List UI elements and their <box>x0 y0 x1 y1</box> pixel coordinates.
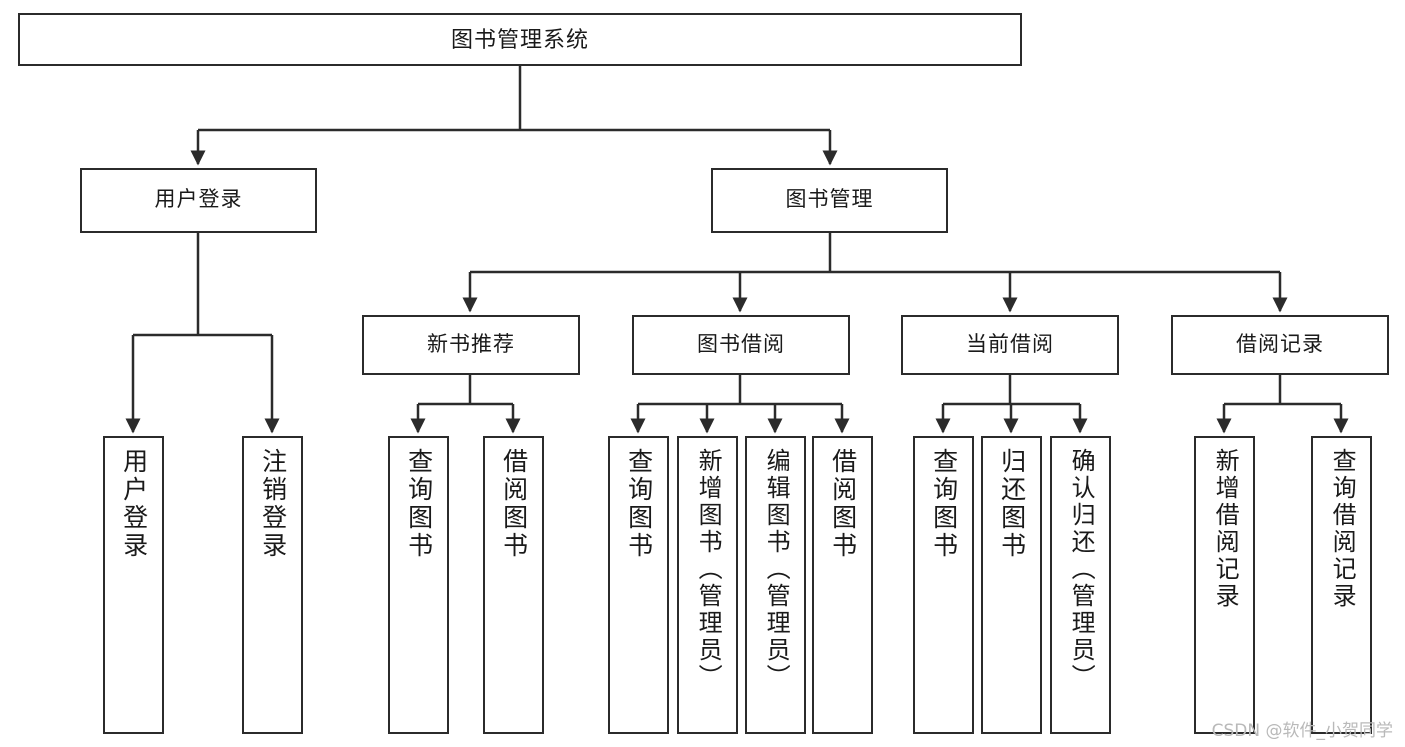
node-leaf-rec-add[interactable]: 新增借阅记录 <box>1194 436 1255 734</box>
node-leaf-cur-query-label: 查询图书 <box>929 448 958 560</box>
node-user-login[interactable]: 用户登录 <box>80 168 317 233</box>
node-new-book-rec-label: 新书推荐 <box>427 332 515 356</box>
node-borrow-record[interactable]: 借阅记录 <box>1171 315 1389 375</box>
node-borrow-record-label: 借阅记录 <box>1236 332 1324 356</box>
node-root[interactable]: 图书管理系统 <box>18 13 1022 66</box>
node-new-book-rec[interactable]: 新书推荐 <box>362 315 580 375</box>
node-leaf-borrow-add[interactable]: 新增图书（管理员） <box>677 436 738 734</box>
node-leaf-rec-query-label: 查询图书 <box>404 448 433 560</box>
node-leaf-borrow-edit-label: 编辑图书（管理员） <box>762 448 790 691</box>
node-leaf-rec-query2[interactable]: 查询借阅记录 <box>1311 436 1372 734</box>
node-leaf-borrow-edit[interactable]: 编辑图书（管理员） <box>745 436 806 734</box>
node-leaf-rec-borrow-label: 借阅图书 <box>499 448 528 560</box>
node-leaf-cur-confirm-label: 确认归还（管理员） <box>1067 448 1095 691</box>
node-leaf-user-logout-label: 注销登录 <box>258 448 287 560</box>
node-leaf-cur-confirm[interactable]: 确认归还（管理员） <box>1050 436 1111 734</box>
node-leaf-user-login-label: 用户登录 <box>119 448 148 560</box>
node-leaf-rec-query2-label: 查询借阅记录 <box>1328 448 1356 610</box>
node-leaf-rec-query[interactable]: 查询图书 <box>388 436 449 734</box>
node-book-borrow[interactable]: 图书借阅 <box>632 315 850 375</box>
node-leaf-borrow-lend[interactable]: 借阅图书 <box>812 436 873 734</box>
node-leaf-cur-return[interactable]: 归还图书 <box>981 436 1042 734</box>
node-leaf-cur-return-label: 归还图书 <box>997 448 1026 560</box>
node-leaf-rec-add-label: 新增借阅记录 <box>1211 448 1239 610</box>
node-leaf-rec-borrow[interactable]: 借阅图书 <box>483 436 544 734</box>
node-current-borrow-label: 当前借阅 <box>966 332 1054 356</box>
node-leaf-borrow-query[interactable]: 查询图书 <box>608 436 669 734</box>
node-leaf-borrow-query-label: 查询图书 <box>624 448 653 560</box>
node-leaf-user-logout[interactable]: 注销登录 <box>242 436 303 734</box>
watermark: CSDN @软件_小贺同学 <box>1211 721 1393 741</box>
node-book-manage[interactable]: 图书管理 <box>711 168 948 233</box>
node-book-manage-label: 图书管理 <box>785 188 874 212</box>
node-user-login-label: 用户登录 <box>154 188 243 212</box>
node-root-label: 图书管理系统 <box>450 26 589 52</box>
node-book-borrow-label: 图书借阅 <box>697 332 785 356</box>
node-leaf-cur-query[interactable]: 查询图书 <box>913 436 974 734</box>
node-leaf-user-login[interactable]: 用户登录 <box>103 436 164 734</box>
node-leaf-borrow-lend-label: 借阅图书 <box>828 448 857 560</box>
node-current-borrow[interactable]: 当前借阅 <box>901 315 1119 375</box>
node-leaf-borrow-add-label: 新增图书（管理员） <box>694 448 722 691</box>
